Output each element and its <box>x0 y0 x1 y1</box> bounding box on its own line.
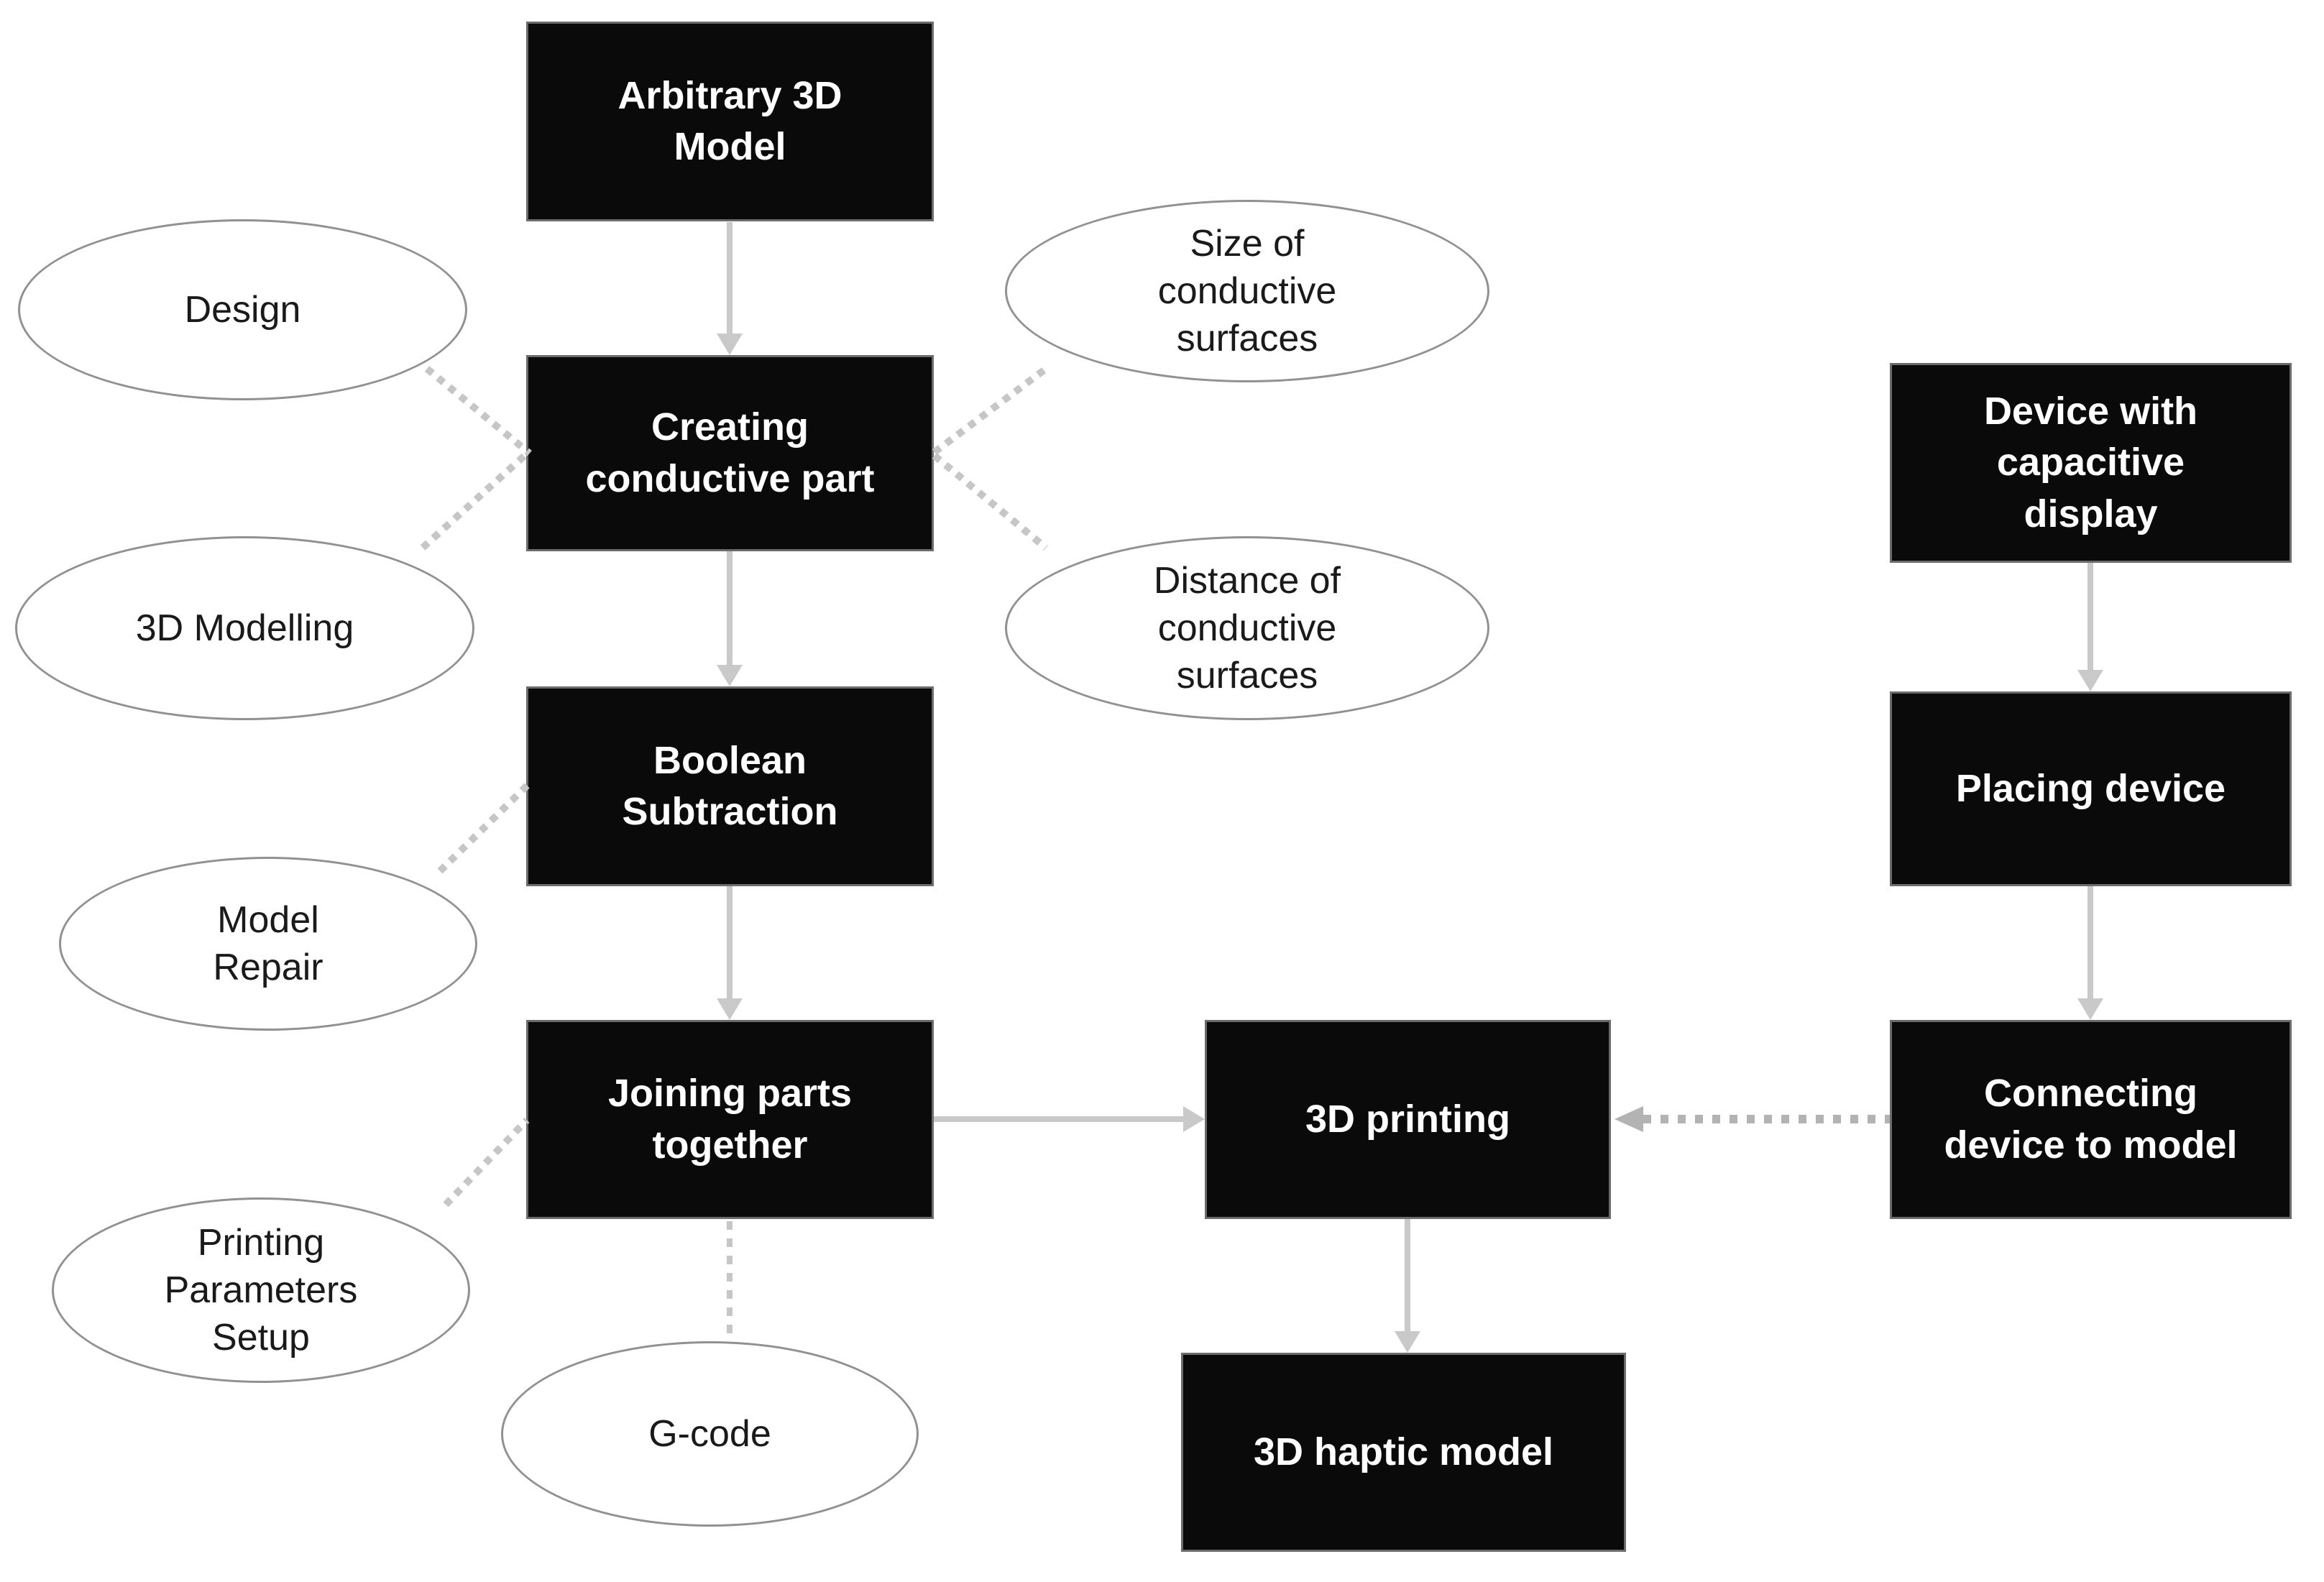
parameter-node-distance-of-conductive-surfaces: Distance of conductive surfaces <box>1005 536 1489 720</box>
node-label: 3D printing <box>1305 1097 1510 1141</box>
process-node-arbitrary-3d-model: Arbitrary 3D Model <box>526 22 934 221</box>
edge-model-repair-to-boolean <box>437 783 530 874</box>
parameter-node-model-repair: Model Repair <box>59 857 477 1031</box>
edge-printing-parameters-to-joining <box>443 1117 530 1208</box>
parameter-node-size-of-conductive-surfaces: Size of conductive surfaces <box>1005 200 1489 382</box>
node-label: Device with capacitive display <box>1983 390 2198 535</box>
arrow-head-down-icon <box>2077 670 2103 691</box>
parameter-node-printing-parameters-setup: Printing Parameters Setup <box>52 1197 470 1383</box>
arrow-head-left-icon <box>1615 1106 1643 1132</box>
process-node-connecting-device-to-model: Connecting device to model <box>1890 1020 2292 1219</box>
process-node-placing-device: Placing device <box>1890 691 2292 886</box>
node-label: Creating conductive part <box>585 405 875 500</box>
node-label: Printing Parameters Setup <box>164 1221 358 1359</box>
node-label: Model Repair <box>213 898 323 988</box>
process-node-3d-haptic-model: 3D haptic model <box>1181 1353 1626 1552</box>
process-node-3d-printing: 3D printing <box>1205 1020 1611 1219</box>
process-node-boolean-subtraction: Boolean Subtraction <box>526 686 934 886</box>
arrow-head-down-icon <box>717 998 743 1020</box>
node-label: Connecting device to model <box>1944 1072 2238 1167</box>
edge-joining-to-g-code <box>727 1221 732 1342</box>
node-label: Joining parts together <box>607 1072 853 1167</box>
node-label: Distance of conductive surfaces <box>1153 559 1341 697</box>
arrow-head-down-icon <box>2077 998 2103 1020</box>
node-label: Boolean Subtraction <box>622 738 838 833</box>
process-node-device-with-capacitive-display: Device with capacitive display <box>1890 363 2292 563</box>
edge-design-to-creating <box>424 366 532 456</box>
node-label: 3D Modelling <box>135 607 354 649</box>
edge-size-to-creating <box>932 365 1049 456</box>
parameter-node-g-code: G-code <box>501 1341 919 1527</box>
arrow-head-down-icon <box>717 334 743 355</box>
edge-distance-to-creating <box>932 453 1049 551</box>
node-label: 3D haptic model <box>1253 1430 1554 1473</box>
node-label: Size of conductive surfaces <box>1157 222 1337 360</box>
node-label: Placing device <box>1955 766 2226 810</box>
node-label: Design <box>184 288 301 331</box>
arrow-head-right-icon <box>1183 1106 1205 1132</box>
arrow-head-down-icon <box>717 665 743 686</box>
parameter-node-design: Design <box>18 219 467 400</box>
parameter-node-3d-modelling: 3D Modelling <box>15 536 474 720</box>
edge-3d-modelling-to-creating <box>420 451 530 551</box>
process-node-creating-conductive-part: Creating conductive part <box>526 355 934 551</box>
node-label: G-code <box>648 1412 771 1455</box>
arrow-head-down-icon <box>1395 1331 1420 1353</box>
process-node-joining-parts-together: Joining parts together <box>526 1020 934 1219</box>
node-label: Arbitrary 3D Model <box>617 73 842 168</box>
